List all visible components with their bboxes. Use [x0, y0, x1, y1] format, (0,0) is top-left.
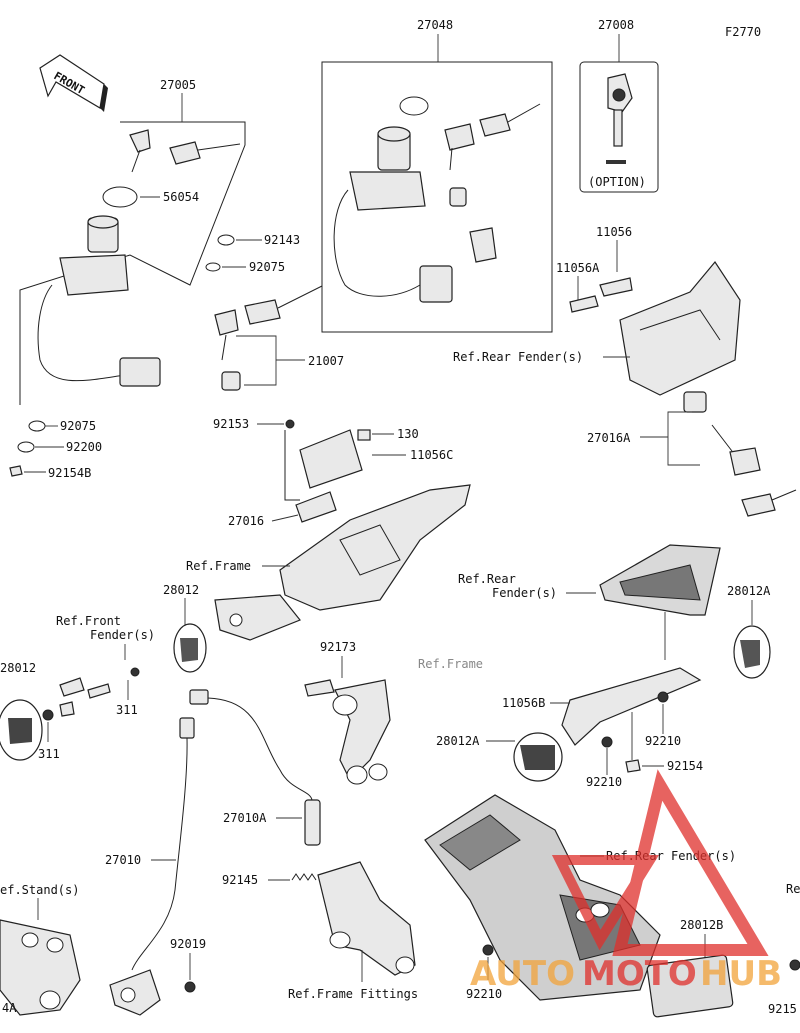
license-reflector-28012b	[646, 954, 734, 1018]
callout-92210-c: 92210	[466, 987, 502, 1001]
rear-fender-bracket	[619, 260, 741, 396]
callout-92173: 92173	[320, 640, 356, 654]
rear-fender-panel	[599, 544, 721, 616]
callout-11056b: 11056B	[502, 696, 545, 710]
watermark-logo: AUTO MOTO HUB	[470, 769, 782, 994]
callout-27016a: 27016A	[587, 431, 631, 445]
callout-28012-left-cut: 28012	[0, 661, 36, 675]
callout-92075-lower: 92075	[60, 419, 96, 433]
key-set-27016a	[711, 424, 797, 517]
side-stand-switch-wiring	[131, 689, 321, 971]
callout-56054: 56054	[163, 190, 199, 204]
callout-311-b: 311	[38, 747, 60, 761]
callout-27005: 27005	[160, 78, 196, 92]
spring-92145	[291, 873, 317, 881]
callout-28012b: 28012B	[680, 918, 723, 932]
callout-21007: 21007	[308, 354, 344, 368]
callout-11056: 11056	[596, 225, 632, 239]
callout-92145: 92145	[222, 873, 258, 887]
watermark-text-1: AUTO	[470, 954, 575, 994]
callout-130: 130	[397, 427, 419, 441]
callout-27010: 27010	[105, 853, 141, 867]
callout-92210-a: 92210	[645, 734, 681, 748]
callout-11056a: 11056A	[556, 261, 600, 275]
ignition-switch-set-27005	[19, 121, 246, 405]
ref-frame-faint: Ref.Frame	[418, 657, 483, 671]
watermark-text-2: MOTO	[582, 954, 697, 994]
callout-4a-cut: 4A	[2, 1001, 17, 1015]
option-box-27008	[579, 61, 659, 193]
callout-92154-cut: 9215	[768, 1002, 797, 1016]
callout-311-a: 311	[116, 703, 138, 717]
ref-cut-right: Re	[786, 882, 800, 896]
callout-27016: 27016	[228, 514, 264, 528]
option-key-icon	[606, 73, 633, 164]
callout-92143: 92143	[264, 233, 300, 247]
ref-front-fender-line1: Ref.Front	[56, 614, 121, 628]
callout-92210-b: 92210	[586, 775, 622, 789]
ref-frame: Ref.Frame	[186, 559, 251, 573]
callout-92200: 92200	[66, 440, 102, 454]
watermark-text-3: HUB	[700, 954, 782, 994]
callout-27010a: 27010A	[223, 811, 267, 825]
figure-id: F2770	[725, 25, 761, 39]
ref-front-fender-line2: Fender(s)	[90, 628, 155, 642]
ref-stand: ef.Stand(s)	[0, 883, 79, 897]
callout-27048: 27048	[417, 18, 453, 32]
rear-reflector-bracket-11056b	[561, 667, 702, 746]
ref-rear-fender-2-line1: Ref.Rear	[458, 572, 516, 586]
callout-92153: 92153	[213, 417, 249, 431]
frame-section	[214, 484, 471, 641]
stand-bracket	[0, 919, 161, 1016]
key-blank-set-21007	[214, 285, 323, 391]
option-label: (OPTION)	[588, 175, 646, 189]
front-arrow-icon: FRONT	[39, 54, 108, 112]
callout-28012: 28012	[163, 583, 199, 597]
callout-27008: 27008	[598, 18, 634, 32]
ignition-kit-27048	[333, 96, 541, 303]
kit-box-27048	[321, 61, 553, 333]
side-stand-bracket	[304, 679, 391, 785]
callout-92154b: 92154B	[48, 466, 91, 480]
ref-frame-fittings: Ref.Frame Fittings	[288, 987, 418, 1001]
frame-fittings-bracket	[317, 861, 416, 976]
callout-11056c: 11056C	[410, 448, 453, 462]
ref-rear-fender-1: Ref.Rear Fender(s)	[453, 350, 583, 364]
center-bracket-27016	[284, 429, 363, 523]
callout-92075-upper: 92075	[249, 260, 285, 274]
callout-92154: 92154	[667, 759, 703, 773]
callout-92019: 92019	[170, 937, 206, 951]
ref-rear-fender-2-line2: Fender(s)	[492, 586, 557, 600]
callout-28012a: 28012A	[727, 584, 771, 598]
callout-28012a-b: 28012A	[436, 734, 480, 748]
